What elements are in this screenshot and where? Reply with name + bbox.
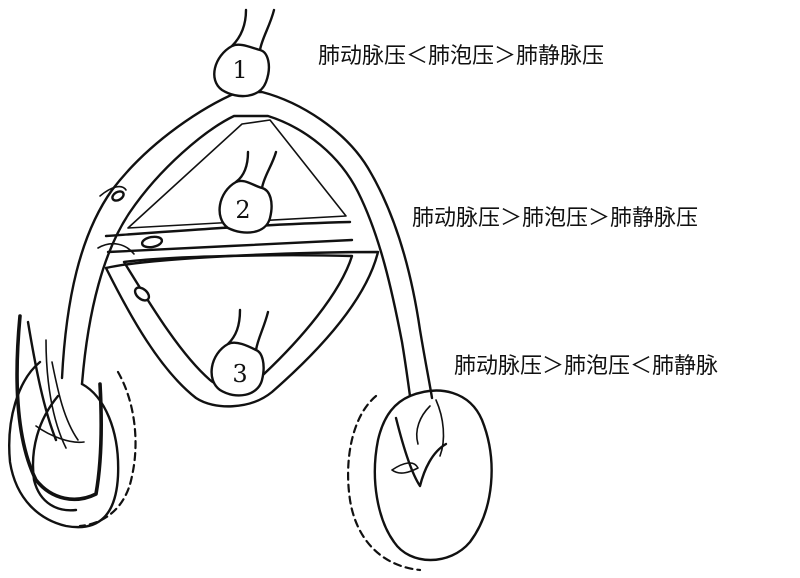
zone-3-pressure-label: 肺动脉压＞肺泡压＜肺静脉 [454, 354, 719, 379]
zone-1-number: 1 [232, 56, 247, 84]
alveolus-zone-1: 1 [213, 8, 276, 98]
left-heart [347, 389, 493, 572]
zone-1-pressure-label: 肺动脉压＜肺泡压＞肺静脉压 [318, 44, 605, 69]
alveolus-zone-2: 2 [218, 150, 278, 234]
pulmonary-vessel-loop [60, 90, 434, 408]
zone-3-number: 3 [232, 360, 247, 388]
zone-2-number: 2 [235, 196, 250, 224]
right-heart [8, 314, 137, 529]
alveolus-zone-3: 3 [210, 308, 270, 397]
zone-2-pressure-label: 肺动脉压＞肺泡压＞肺静脉压 [412, 206, 699, 231]
